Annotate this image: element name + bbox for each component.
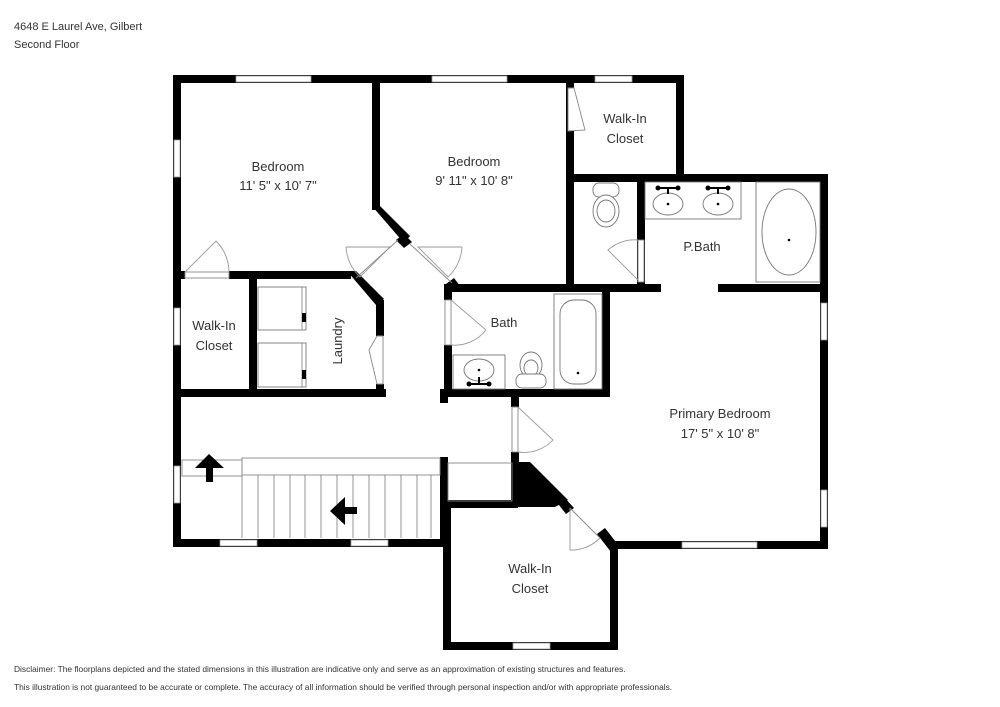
room-name2-walk-in-top: Closet	[607, 131, 644, 146]
room-name2-walk-in-bottom: Closet	[512, 581, 549, 596]
floor-label: Second Floor	[14, 39, 80, 51]
room-name-bedroom-2: Bedroom	[448, 154, 501, 169]
doors	[184, 87, 645, 551]
room-dim-bedroom-1: 11' 5" x 10' 7"	[239, 178, 317, 193]
room-dim-bedroom-2: 9' 11" x 10' 8"	[435, 173, 513, 188]
fixtures	[181, 181, 821, 538]
windows	[173, 75, 828, 650]
left-arrow-icon	[330, 497, 357, 525]
room-name-walk-in-top: Walk-In	[603, 111, 647, 126]
room-name-p-bath: P.Bath	[683, 239, 720, 254]
room-name-bath: Bath	[491, 315, 518, 330]
room-name-walk-in-left: Walk-In	[192, 318, 236, 333]
room-name2-walk-in-left: Closet	[196, 338, 233, 353]
up-arrow-icon	[195, 454, 224, 482]
room-name-walk-in-bottom: Walk-In	[508, 561, 552, 576]
room-name-laundry: Laundry	[330, 317, 345, 364]
room-name-primary-bedroom: Primary Bedroom	[669, 406, 770, 421]
disclaimer-line-2: This illustration is not guaranteed to b…	[14, 682, 673, 692]
room-labels: Bedroom 11' 5" x 10' 7" Bedroom 9' 11" x…	[192, 111, 770, 596]
room-dim-primary-bedroom: 17' 5" x 10' 8"	[681, 426, 760, 441]
disclaimer-line-1: Disclaimer: The floorplans depicted and …	[14, 664, 626, 674]
room-name-bedroom-1: Bedroom	[252, 159, 305, 174]
property-address: 4648 E Laurel Ave, Gilbert	[14, 21, 143, 33]
